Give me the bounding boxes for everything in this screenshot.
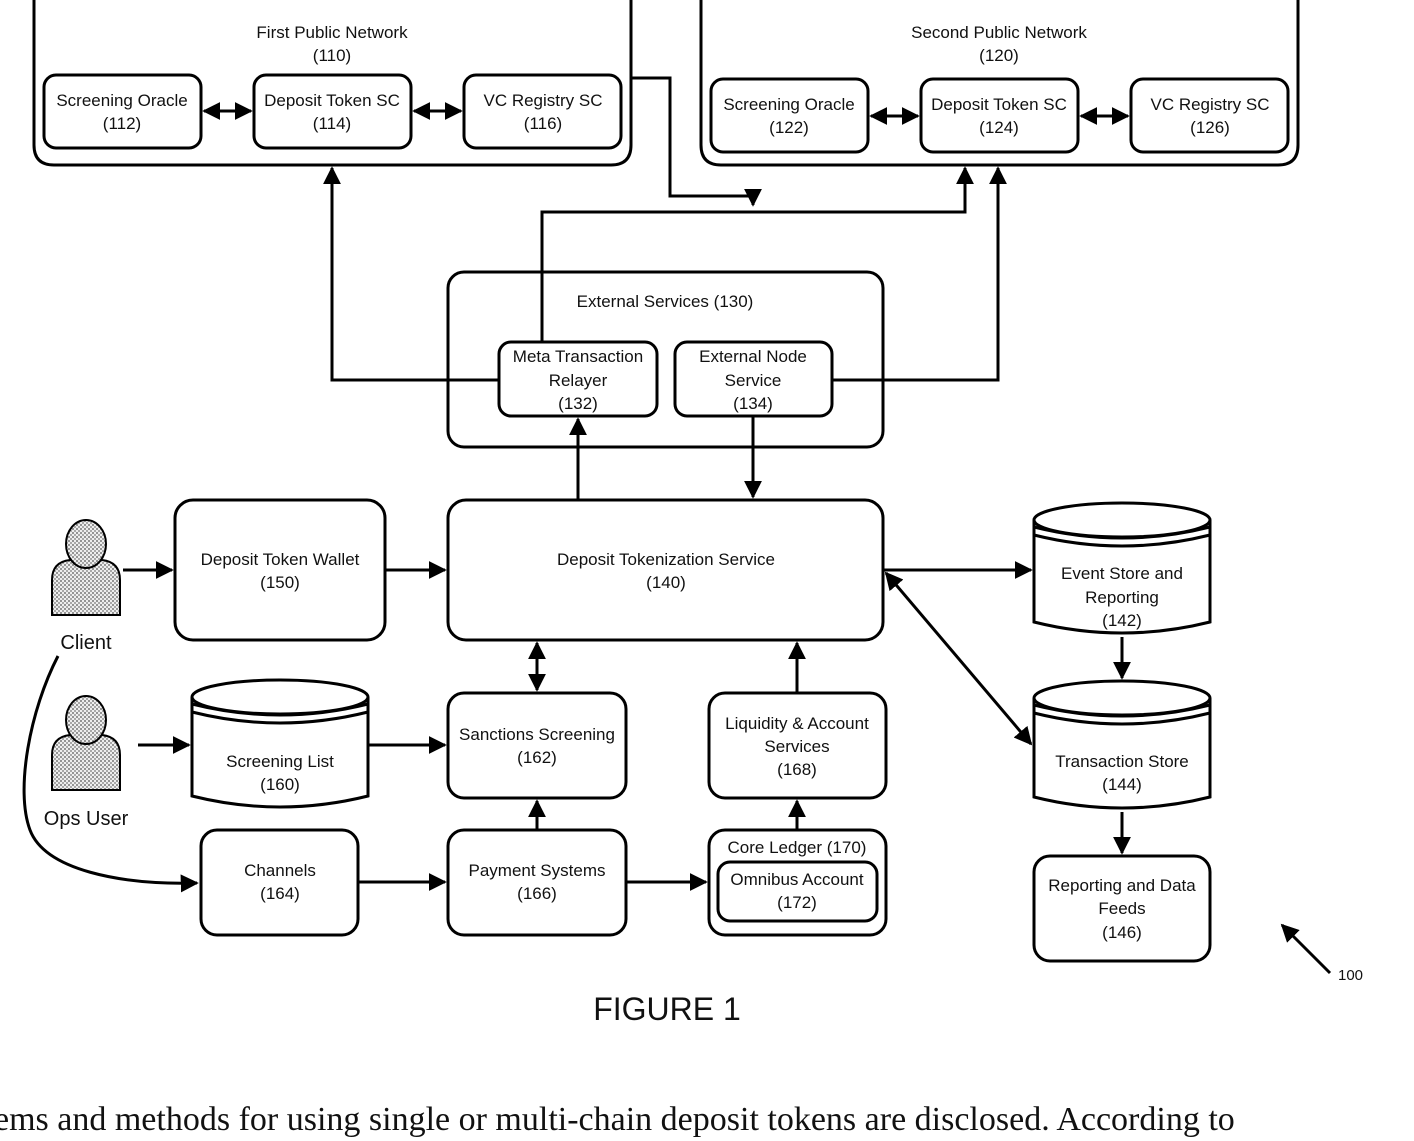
node-id: (134) [733,394,773,413]
node-id: (124) [979,118,1019,137]
edge-132-to-114 [332,168,499,380]
node-label: Meta Transaction [513,347,643,366]
node-id: (144) [1102,775,1142,794]
edge-132-to-124 [542,168,965,342]
node-id: (162) [517,748,557,767]
node-label: Screening Oracle [723,95,854,114]
omnibus-account-172[interactable]: Omnibus Account (172) [718,862,877,921]
node-id: (160) [260,775,300,794]
node-id: (140) [646,573,686,592]
screening-list-160[interactable]: Screening List (160) [192,680,368,807]
node-id: (150) [260,573,300,592]
channels-164[interactable]: Channels (164) [201,830,358,935]
node-label: Omnibus Account [730,870,864,889]
transaction-store-144[interactable]: Transaction Store (144) [1034,681,1210,808]
ops-user-icon [52,696,120,790]
node-label: Reporting and Data [1048,876,1196,895]
node-label: VC Registry SC [483,91,602,110]
node-label: Deposit Token SC [931,95,1067,114]
ref-number-100: 100 [1338,967,1363,984]
client-icon [52,520,120,615]
payment-systems-166[interactable]: Payment Systems (166) [448,830,626,935]
node-label: Liquidity & Account [725,714,869,733]
node-label: Transaction Store [1055,752,1189,771]
second-network-id: (120) [979,46,1019,65]
node-label: Screening Oracle [56,91,187,110]
node-label: Screening List [226,752,334,771]
deposit-tokenization-service-140[interactable]: Deposit Tokenization Service (140) [448,500,883,640]
node-id: (146) [1102,923,1142,942]
first-network-id: (110) [313,46,351,65]
deposit-token-sc-114[interactable]: Deposit Token SC (114) [254,75,411,148]
vc-registry-sc-116[interactable]: VC Registry SC (116) [464,75,621,148]
liquidity-account-services-168[interactable]: Liquidity & Account Services (168) [709,693,886,798]
reporting-data-feeds-146[interactable]: Reporting and Data Feeds (146) [1034,856,1210,961]
ref-arrow-100 [1282,925,1330,973]
node-label: Deposit Token Wallet [201,550,360,569]
node-label: VC Registry SC [1150,95,1269,114]
node-label: Payment Systems [469,861,606,880]
node-label-2: Feeds [1098,899,1145,918]
node-id: (114) [313,114,351,133]
node-id: (126) [1190,118,1230,137]
node-id: (166) [517,884,557,903]
event-store-142[interactable]: Event Store and Reporting (142) [1034,503,1210,633]
node-label: Sanctions Screening [459,725,615,744]
second-network-title: Second Public Network [911,23,1087,42]
screening-oracle-112[interactable]: Screening Oracle (112) [44,75,201,148]
figure-title: FIGURE 1 [593,991,741,1027]
external-services-title: External Services (130) [577,292,754,311]
meta-transaction-relayer-132[interactable]: Meta Transaction Relayer (132) [499,342,657,416]
node-id: (122) [769,118,809,137]
node-id: (112) [103,114,141,133]
node-label: Deposit Tokenization Service [557,550,775,569]
node-label: Channels [244,861,316,880]
node-id: (168) [777,760,817,779]
node-label: Core Ledger (170) [728,838,867,857]
deposit-token-wallet-150[interactable]: Deposit Token Wallet (150) [175,500,385,640]
node-id: (164) [260,884,300,903]
sanctions-screening-162[interactable]: Sanctions Screening (162) [448,693,626,798]
node-id: (142) [1102,611,1142,630]
node-label-2: Reporting [1085,588,1159,607]
vc-registry-sc-126[interactable]: VC Registry SC (126) [1131,79,1288,152]
node-label: External Node [699,347,807,366]
deposit-token-sc-124[interactable]: Deposit Token SC (124) [921,79,1078,152]
body-text: ems and methods for using single or mult… [0,1098,1235,1141]
edge-134-to-124 [832,168,998,380]
external-node-service-134[interactable]: External Node Service (134) [675,342,832,416]
node-label-2: Service [725,371,782,390]
client-label: Client [60,632,112,654]
first-network-title: First Public Network [256,23,408,42]
node-id: (116) [524,114,562,133]
node-label: Deposit Token SC [264,91,400,110]
node-label-2: Relayer [549,371,608,390]
node-id: (132) [558,394,598,413]
ops-user-label: Ops User [44,808,129,830]
screening-oracle-122[interactable]: Screening Oracle (122) [711,79,868,152]
node-id: (172) [777,893,817,912]
node-label-2: Services [764,737,829,756]
node-label: Event Store and [1061,564,1183,583]
edge-140-144 [886,573,1031,744]
